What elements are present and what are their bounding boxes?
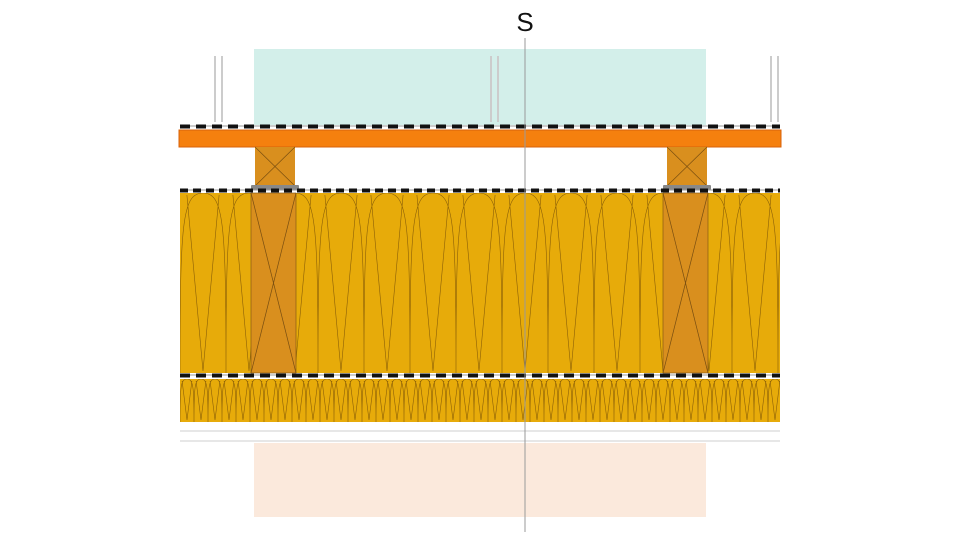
main-insulation (180, 192, 780, 374)
rafter-top-right (663, 146, 711, 190)
rafter-left (250, 192, 297, 374)
warm-zone (254, 443, 706, 517)
cold-zone (254, 49, 706, 125)
lower-insulation (180, 379, 780, 422)
upper-membrane (180, 188, 780, 193)
rafter-top-left (251, 146, 299, 190)
top-rails (214, 56, 779, 122)
lower-membrane (180, 373, 780, 378)
orange-batten (178, 129, 782, 148)
section-label: S (516, 7, 533, 37)
inner-lining (180, 430, 780, 442)
top-membrane (180, 124, 780, 129)
rafter-right (662, 192, 709, 374)
